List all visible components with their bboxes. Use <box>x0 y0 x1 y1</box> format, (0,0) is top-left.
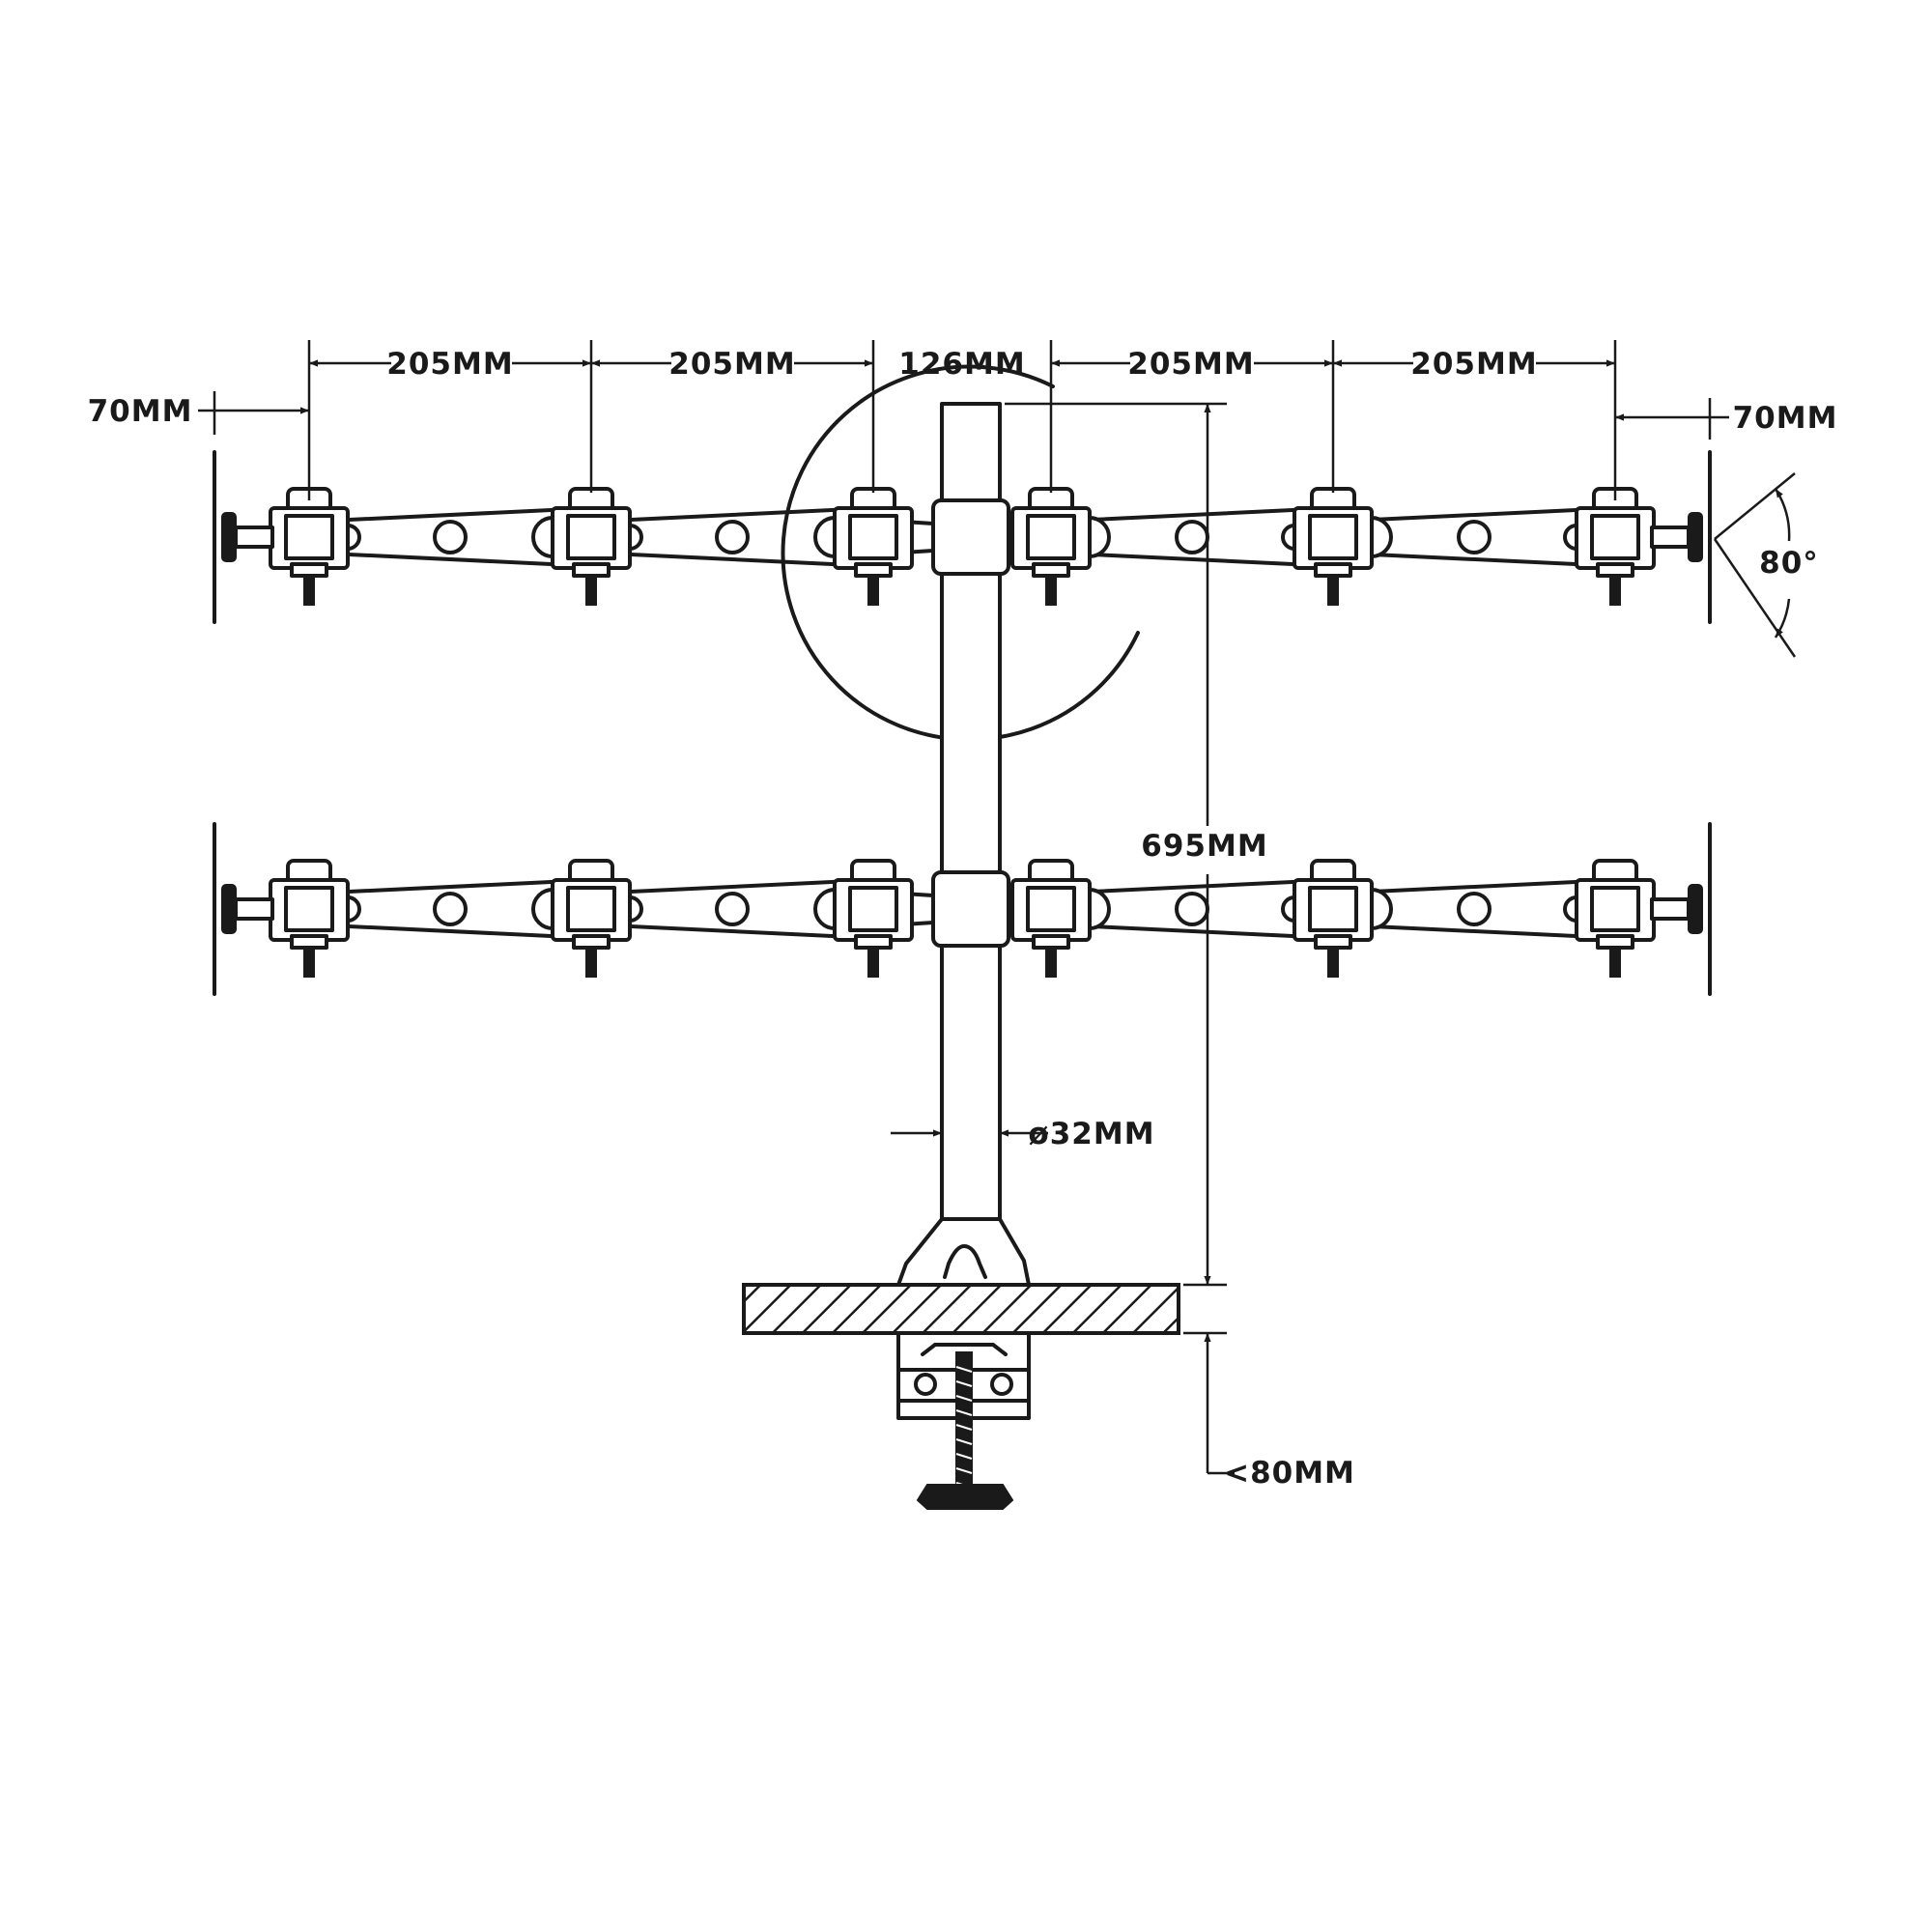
tilt-knob <box>221 512 237 562</box>
vesa-head <box>1650 450 1712 624</box>
joint-pin <box>1590 514 1640 560</box>
vesa-head <box>213 822 274 996</box>
vesa-head <box>1650 822 1712 996</box>
joint-base <box>1596 562 1634 578</box>
lower-arm-assembly <box>213 822 1712 996</box>
joint-base <box>1314 562 1352 578</box>
joint-pin <box>848 886 898 932</box>
joint-base <box>854 562 893 578</box>
joint-base <box>290 934 328 950</box>
arm-joint <box>551 487 632 606</box>
joint-pin <box>1308 514 1358 560</box>
dim-label-205-4: 205MM <box>1410 347 1537 382</box>
joint-base <box>572 934 611 950</box>
joint-pin <box>284 886 334 932</box>
pole <box>931 402 1010 1224</box>
link-hole <box>1175 520 1209 554</box>
joint-pin <box>1308 886 1358 932</box>
dim-label-205-2: 205MM <box>668 347 795 382</box>
tilt-knob <box>1688 884 1703 934</box>
arm-joint <box>1010 487 1092 606</box>
joint-pin <box>1026 514 1076 560</box>
detail-circle <box>781 364 1140 742</box>
tilt-knob <box>1688 512 1703 562</box>
dim-label-695: 695MM <box>1141 829 1267 864</box>
joint-pin <box>1590 886 1640 932</box>
link-hole <box>433 892 468 926</box>
arm-joint <box>833 487 914 606</box>
joint-base <box>290 562 328 578</box>
joint-pin <box>566 514 616 560</box>
arm-joint <box>1575 859 1656 978</box>
arm-joint <box>269 487 350 606</box>
joint-base <box>1032 934 1070 950</box>
joint-base <box>1032 562 1070 578</box>
dim-label-70-left: 70MM <box>88 394 193 429</box>
height-dimension <box>1005 402 1235 1475</box>
joint-pin <box>1026 886 1076 932</box>
link-hole <box>1175 892 1209 926</box>
arm-joint <box>551 859 632 978</box>
link-hole <box>1457 520 1492 554</box>
tilt-stem <box>234 526 274 549</box>
dim-label-diameter: ø32MM <box>1028 1117 1154 1151</box>
link-hole <box>715 892 750 926</box>
joint-base <box>572 562 611 578</box>
desk-clamp <box>742 1217 1180 1510</box>
dim-label-70-right: 70MM <box>1733 401 1838 436</box>
link-hole <box>715 520 750 554</box>
arm-joint <box>1575 487 1656 606</box>
vesa-head <box>213 450 274 624</box>
link-hole <box>1457 892 1492 926</box>
joint-base <box>1314 934 1352 950</box>
tilt-stem <box>1650 526 1690 549</box>
joint-base <box>854 934 893 950</box>
tilt-knob <box>221 884 237 934</box>
dim-label-205-3: 205MM <box>1127 347 1254 382</box>
dim-label-angle: 80° <box>1759 546 1819 581</box>
joint-pin <box>284 514 334 560</box>
upper-arm-assembly <box>213 450 1712 624</box>
joint-pin <box>848 514 898 560</box>
joint-base <box>1596 934 1634 950</box>
joint-pin <box>566 886 616 932</box>
tilt-angle-dimension <box>1713 472 1797 658</box>
desk-section <box>742 1283 1180 1335</box>
arm-joint <box>1293 859 1374 978</box>
dim-label-126: 126MM <box>898 347 1025 382</box>
arm-joint <box>269 859 350 978</box>
dim-label-205-1: 205MM <box>386 347 513 382</box>
arm-joint <box>833 859 914 978</box>
tilt-stem <box>234 897 274 921</box>
dim-label-80: <80MM <box>1224 1456 1355 1491</box>
arm-joint <box>1293 487 1374 606</box>
horizontal-dimensions <box>198 340 1729 500</box>
tilt-stem <box>1650 897 1690 921</box>
arm-joint <box>1010 859 1092 978</box>
link-hole <box>433 520 468 554</box>
